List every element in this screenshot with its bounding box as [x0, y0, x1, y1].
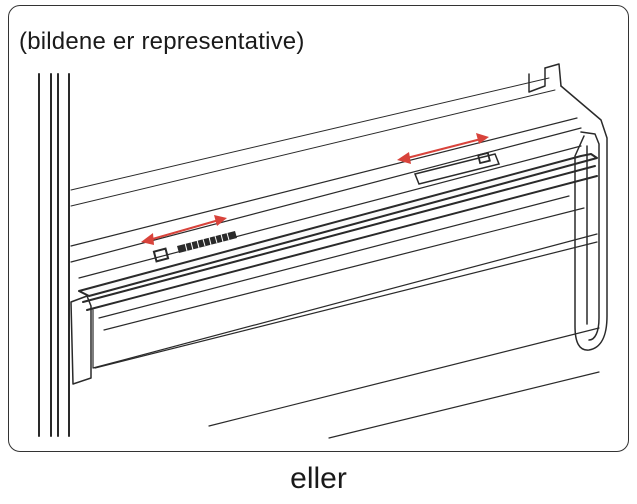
- shelf-back-edge: [70, 77, 556, 207]
- right-slider: [413, 151, 501, 185]
- right-bracket: [528, 63, 608, 351]
- left-slide-arrow: [141, 215, 227, 245]
- figure-caption: (bildene er representative): [19, 28, 305, 55]
- shelf-top: [70, 117, 582, 279]
- shelf-front-rail: [78, 153, 598, 311]
- alternative-label: eller: [290, 462, 347, 495]
- shelf-drawing: [38, 63, 608, 439]
- left-slider: [152, 231, 237, 263]
- right-slide-arrow: [397, 133, 489, 164]
- shelf-flap: [92, 195, 600, 439]
- left-cabinet-wall: [38, 73, 70, 437]
- illustration-frame: (bildene er representative): [8, 5, 629, 452]
- left-end-cap: [70, 295, 92, 385]
